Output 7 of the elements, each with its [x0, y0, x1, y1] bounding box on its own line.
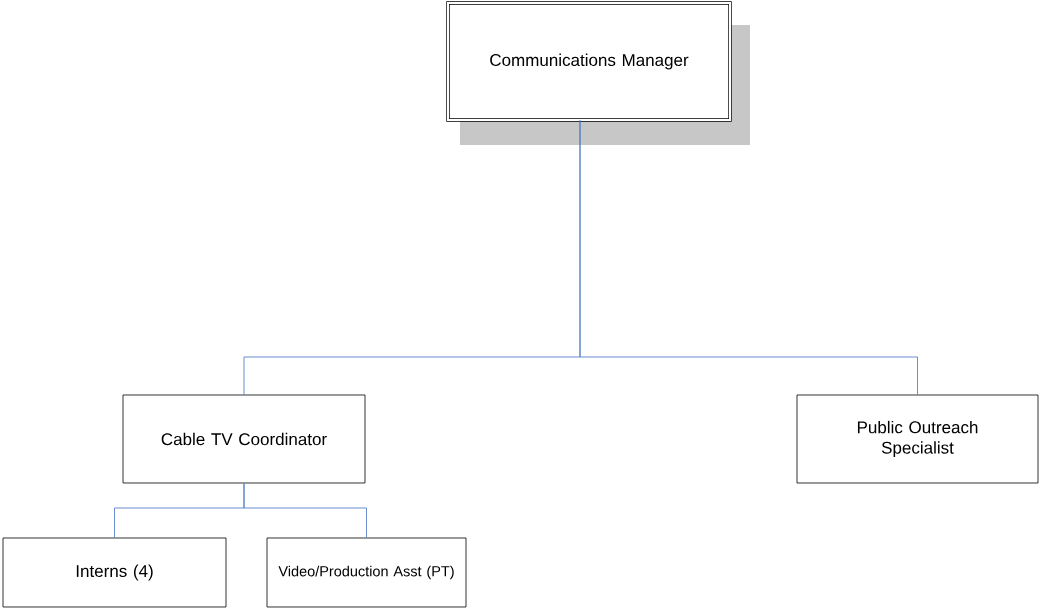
connector-line: [579, 119, 918, 395]
position-box: Interns (4): [2, 537, 227, 608]
position-box: Video/Production Asst (PT): [266, 537, 467, 608]
connector-line: [243, 483, 367, 538]
position-box: Cable TV Coordinator: [122, 394, 366, 484]
manager-box: Communications Manager: [446, 1, 750, 145]
position-box: Public Outreach Specialist: [796, 394, 1039, 484]
